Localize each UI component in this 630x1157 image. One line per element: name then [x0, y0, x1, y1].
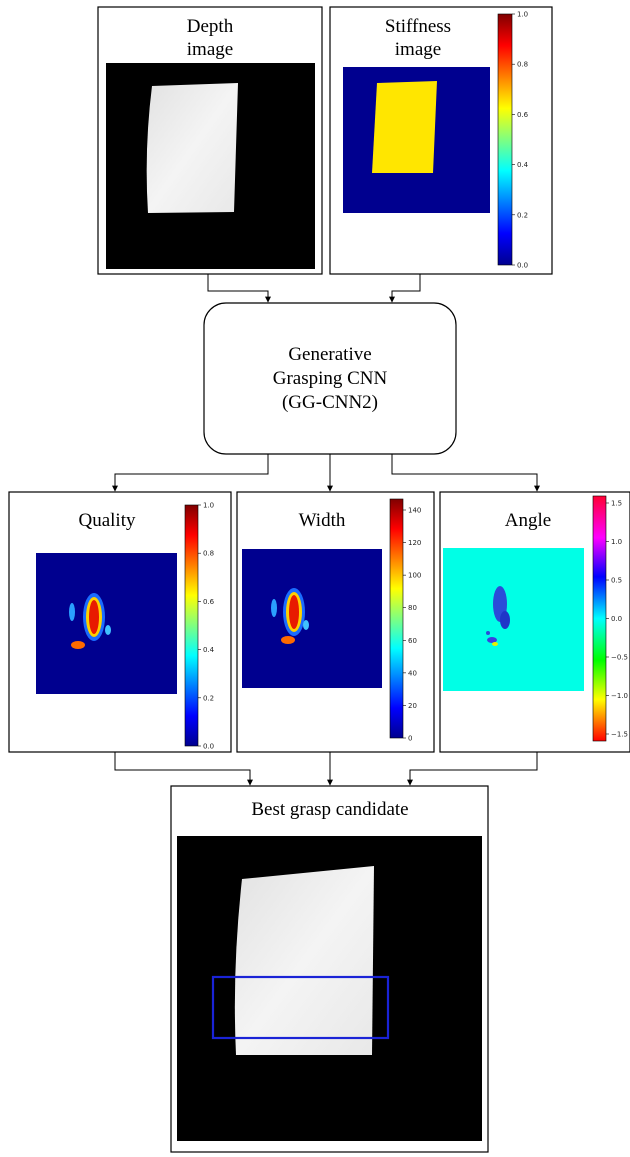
- width-tick-label: 20: [408, 702, 417, 710]
- angle-title: Angle: [505, 510, 551, 531]
- width-map-panel: Width 0 20 40 60 80 100 120 140: [236, 491, 435, 753]
- stiffness-title-line2: image: [395, 39, 441, 60]
- quality-tick-label: 0.4: [203, 646, 215, 654]
- stiffness-tick-label: 0.8: [517, 61, 528, 69]
- connector-arrows: [112, 274, 540, 786]
- quality-tick-label: 0.0: [203, 743, 214, 751]
- network-line3: (GG-CNN2): [282, 392, 378, 413]
- width-heatmap: [242, 549, 382, 688]
- stiffness-tick-label: 0.0: [517, 262, 528, 270]
- best-grasp-title: Best grasp candidate: [251, 799, 408, 820]
- angle-tick-label: 1.5: [611, 500, 622, 508]
- grasp-rectangle: [211, 975, 390, 1040]
- angle-colorbar: [592, 495, 607, 742]
- quality-colorbar-ticks: 0.0 0.2 0.4 0.6 0.8 1.0: [198, 502, 215, 751]
- width-tick-label: 80: [408, 604, 417, 612]
- angle-tick-label: 0.5: [611, 577, 622, 585]
- quality-hotspot: [69, 593, 111, 649]
- angle-tick-label: −0.5: [611, 654, 628, 662]
- stiffness-colorbar: [497, 13, 513, 266]
- angle-heatmap: [443, 548, 584, 691]
- width-hotspot: [271, 588, 309, 644]
- width-colorbar-ticks: 0 20 40 60 80 100 120 140: [403, 507, 421, 743]
- arrow-quality-to-result: [114, 752, 253, 786]
- quality-colorbar: [184, 504, 199, 747]
- arrow-angle-to-result: [407, 752, 538, 786]
- quality-tick-label: 0.6: [203, 598, 215, 606]
- width-tick-label: 40: [408, 669, 417, 677]
- stiffness-tick-label: 0.4: [517, 161, 529, 169]
- angle-tick-label: 1.0: [611, 538, 622, 546]
- gg-cnn2-block: Generative Grasping CNN (GG-CNN2): [203, 302, 457, 455]
- angle-tick-label: −1.0: [611, 692, 628, 700]
- quality-tick-label: 1.0: [203, 502, 214, 510]
- quality-tick-label: 0.8: [203, 550, 214, 558]
- quality-title: Quality: [79, 510, 136, 531]
- network-line1: Generative: [288, 344, 371, 365]
- width-colorbar: [389, 498, 404, 739]
- stiffness-colorbar-ticks: 0.0 0.2 0.4 0.6 0.8 1.0: [512, 11, 529, 270]
- angle-colorbar-ticks: −1.5 −1.0 −0.5 0.0 0.5 1.0 1.5: [606, 500, 628, 739]
- depth-object: [146, 83, 238, 213]
- stiffness-title-line1: Stiffness: [385, 16, 451, 37]
- depth-image-panel: Depth image: [97, 6, 323, 275]
- stiffness-object: [372, 81, 437, 173]
- width-tick-label: 120: [408, 539, 421, 547]
- width-tick-label: 0: [408, 735, 412, 743]
- stiffness-tick-label: 1.0: [517, 11, 528, 19]
- width-tick-label: 100: [408, 572, 421, 580]
- angle-tick-label: 0.0: [611, 615, 622, 623]
- width-tick-label: 60: [408, 637, 417, 645]
- depth-title-line2: image: [187, 39, 233, 60]
- stiffness-image-panel: Stiffness image 0.0 0.2 0.4 0.6 0.8 1.0: [329, 6, 553, 275]
- angle-tick-label: −1.5: [611, 731, 628, 739]
- quality-tick-label: 0.2: [203, 694, 214, 702]
- network-line2: Grasping CNN: [273, 368, 388, 389]
- grasp-object: [234, 866, 374, 1055]
- arrow-stiffness-to-network: [389, 274, 421, 303]
- quality-heatmap: [36, 553, 177, 694]
- arrow-depth-to-network: [207, 274, 271, 303]
- width-tick-label: 140: [408, 507, 421, 515]
- angle-map-panel: Angle −1.5 −1.0 −0.5 0.0 0.5 1.0 1.5: [439, 491, 630, 753]
- width-title: Width: [299, 510, 346, 531]
- angle-blob: [486, 586, 510, 646]
- arrow-network-to-angle: [391, 454, 540, 492]
- stiffness-tick-label: 0.6: [517, 111, 529, 119]
- best-grasp-panel: Best grasp candidate: [170, 785, 489, 1153]
- quality-map-panel: Quality 0.0 0.2 0.4 0.6 0.8 1.0: [8, 491, 232, 753]
- arrow-network-to-quality: [112, 454, 269, 492]
- depth-title-line1: Depth: [187, 16, 234, 37]
- stiffness-tick-label: 0.2: [517, 211, 528, 219]
